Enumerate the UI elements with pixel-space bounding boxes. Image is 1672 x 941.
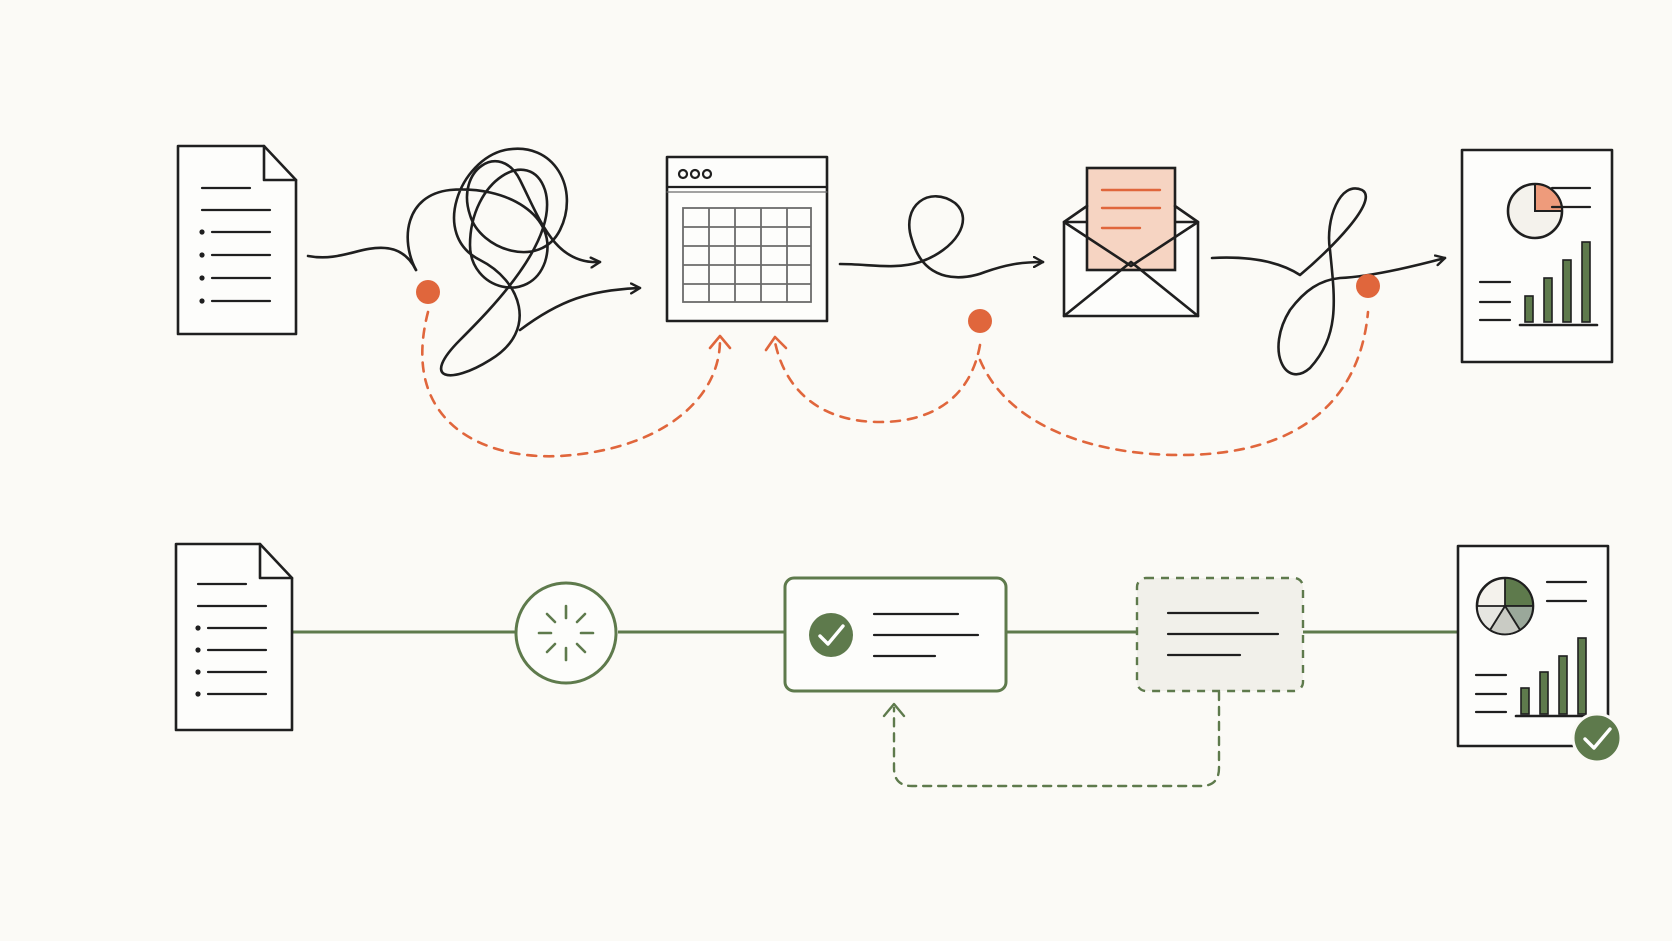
- feedback-loop: [882, 690, 1221, 788]
- chaotic-workflow-row: [176, 144, 1614, 458]
- streamlined-workflow-row: [174, 542, 1623, 788]
- connector-line: [306, 246, 418, 272]
- error-marker: [1356, 274, 1380, 298]
- verified-check-icon: [1571, 712, 1623, 764]
- loop-path: [838, 194, 1045, 279]
- envelope-icon: [1062, 166, 1200, 318]
- processing-icon: [514, 581, 618, 685]
- tangled-path: [406, 147, 642, 377]
- pending-card: [1135, 576, 1305, 693]
- rework-loops: [421, 310, 1370, 458]
- error-marker: [968, 309, 992, 333]
- check-icon: [809, 613, 853, 657]
- spreadsheet-icon: [665, 155, 829, 323]
- error-marker: [416, 280, 440, 304]
- verified-report-icon: [1456, 544, 1623, 764]
- document-icon: [174, 542, 294, 732]
- document-icon: [176, 144, 298, 336]
- report-icon: [1460, 148, 1614, 364]
- validated-card: [783, 576, 1008, 693]
- pie-icon: [1475, 576, 1535, 636]
- figure-eight-path: [1210, 187, 1447, 376]
